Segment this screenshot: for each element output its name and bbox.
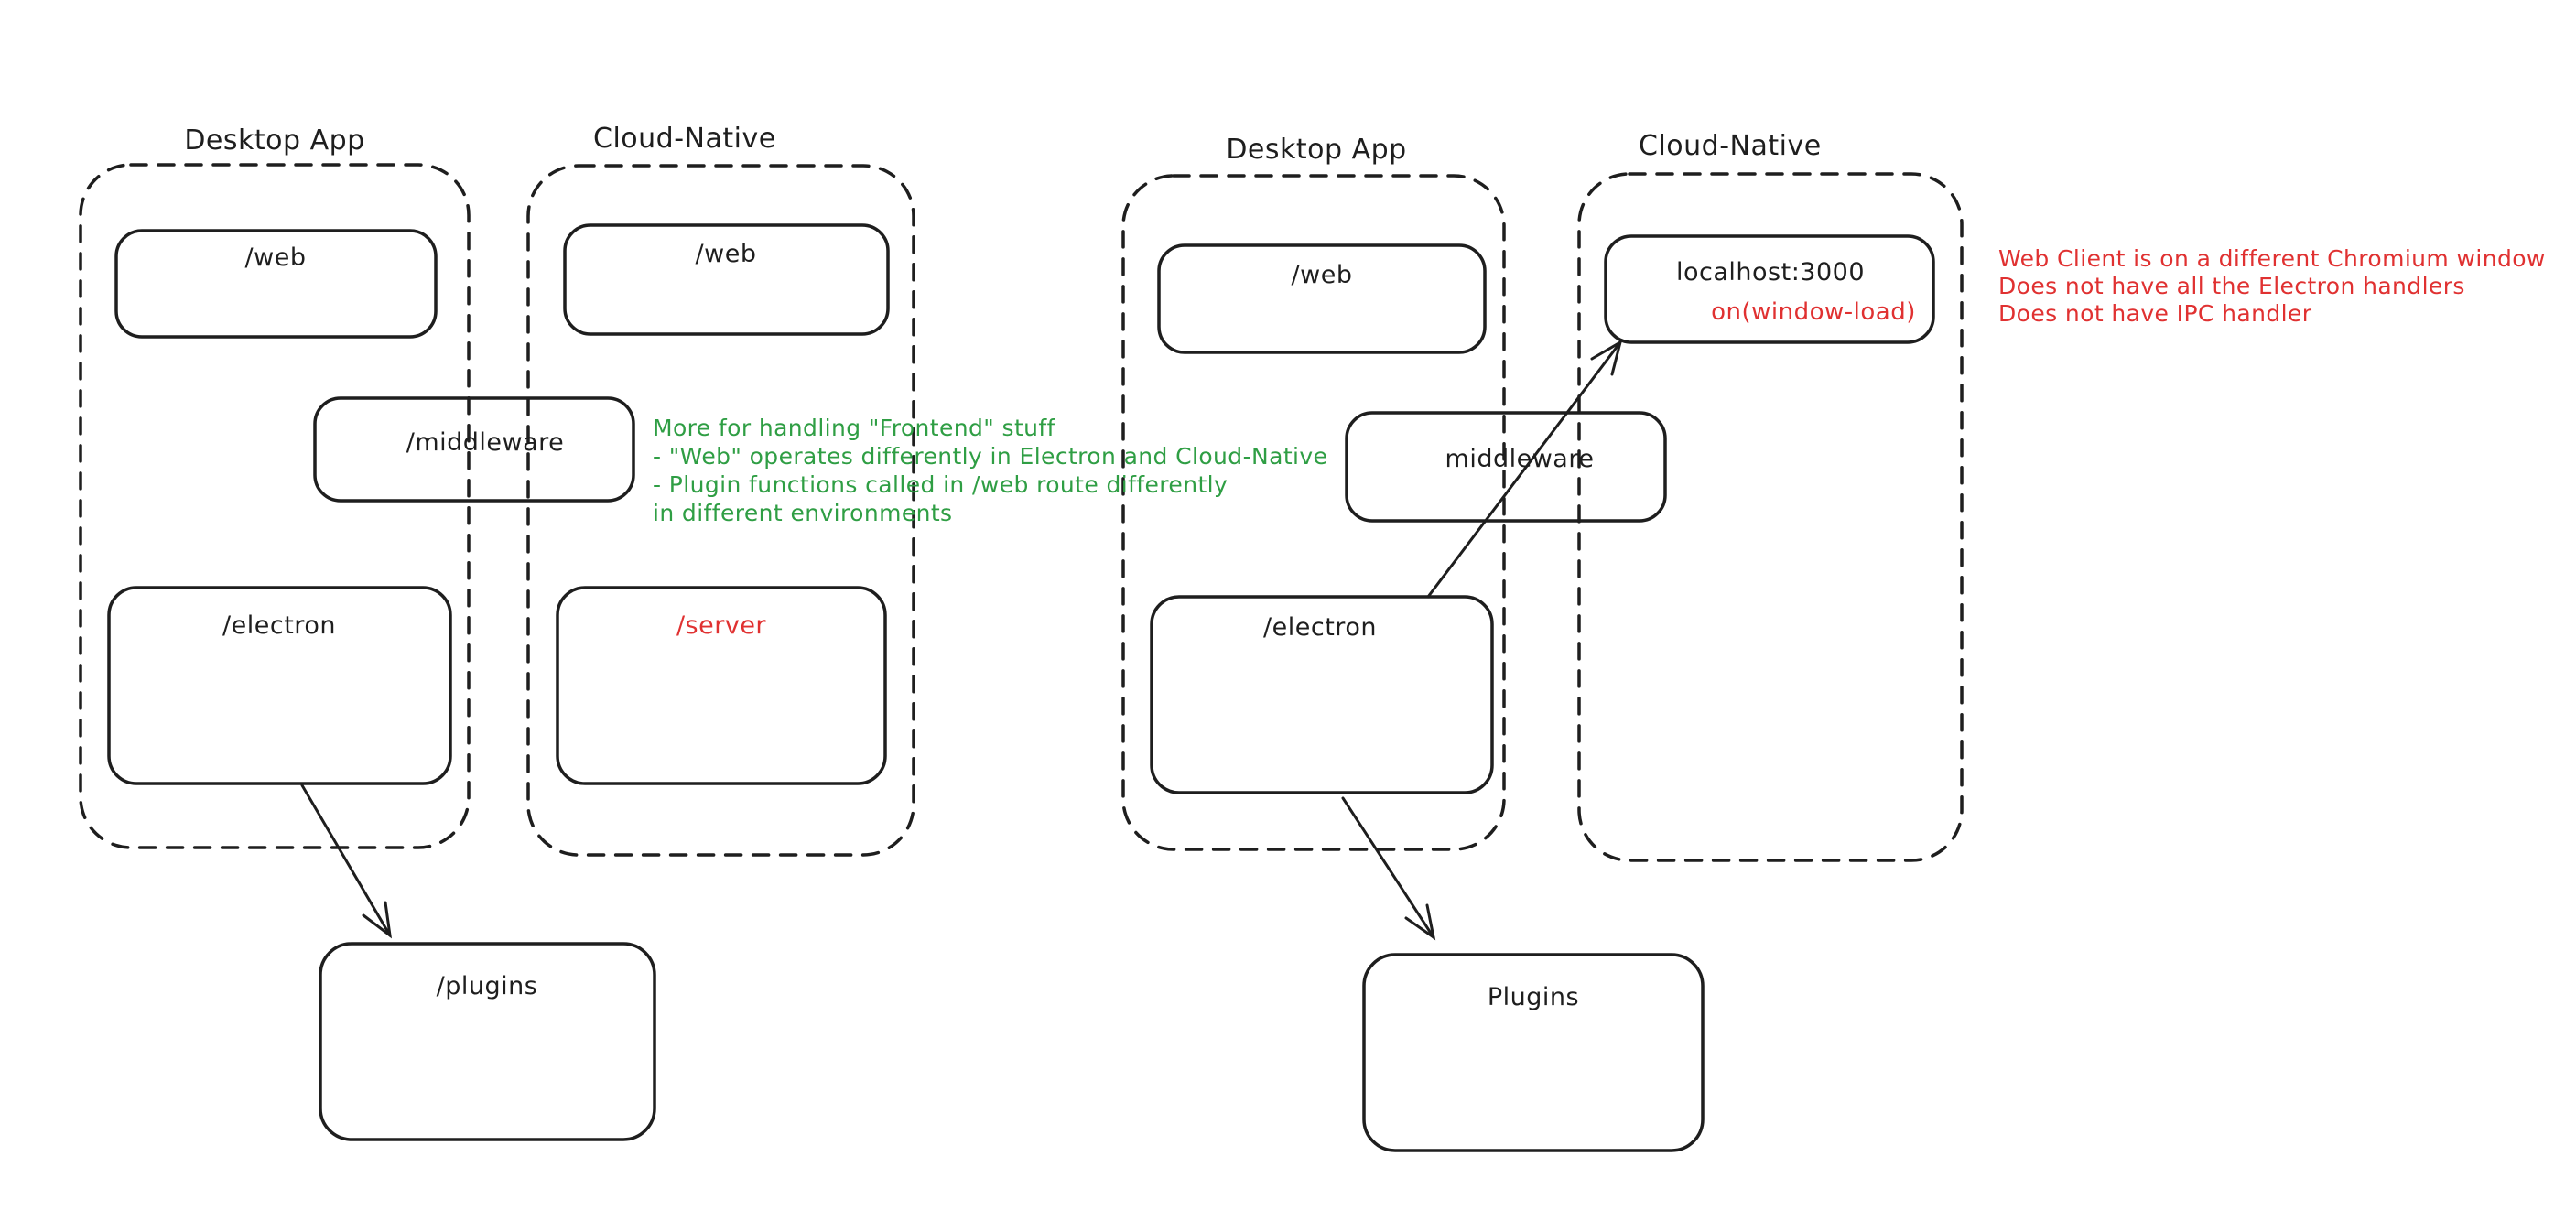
right-electron-label: /electron xyxy=(1263,613,1377,642)
left-note-line-4: in different environments xyxy=(653,500,953,526)
left-plugins-label: /plugins xyxy=(436,972,538,1000)
arrowhead-right-localhost xyxy=(1590,339,1623,376)
left-note-line-2: - "Web" operates differently in Electron… xyxy=(653,443,1328,470)
arrowhead-left-plugins xyxy=(362,901,392,939)
right-electron-box xyxy=(1150,595,1494,794)
right-note-line-1: Web Client is on a different Chromium wi… xyxy=(1998,245,2546,272)
right-web-box xyxy=(1157,243,1487,354)
left-cloud-container xyxy=(526,164,915,857)
right-web-label: /web xyxy=(1291,261,1353,289)
right-desktop-container-label: Desktop App xyxy=(1226,134,1407,166)
left-web-desktop-label: /web xyxy=(244,243,307,272)
left-server-box xyxy=(556,586,887,785)
left-web-cloud-box xyxy=(563,223,890,336)
right-plugins-box xyxy=(1362,953,1705,1152)
right-localhost-label: localhost:3000 xyxy=(1675,258,1866,286)
arrow-right-electron-to-localhost xyxy=(1426,340,1622,599)
left-desktop-container xyxy=(79,163,471,849)
left-plugins-box xyxy=(319,942,656,1141)
right-cloud-container-label: Cloud-Native xyxy=(1639,130,1822,162)
left-middleware-box xyxy=(313,396,635,503)
right-web-client-note: Web Client is on a different Chromium wi… xyxy=(1998,245,2546,328)
arrow-right-electron-to-plugins xyxy=(1341,796,1435,939)
left-server-label: /server xyxy=(676,611,767,640)
right-note-line-3: Does not have IPC handler xyxy=(1998,300,2312,327)
left-cloud-container-label: Cloud-Native xyxy=(593,123,776,155)
right-desktop-container xyxy=(1121,174,1506,851)
right-middleware-box xyxy=(1345,411,1667,523)
right-cloud-container xyxy=(1577,172,1964,862)
left-note-line-3: - Plugin functions called in /web route … xyxy=(653,471,1228,498)
left-middleware-label: /middleware xyxy=(406,428,565,457)
arrowhead-right-plugins xyxy=(1404,903,1436,941)
left-frontend-note: More for handling "Frontend" stuff - "We… xyxy=(653,414,1327,527)
arrow-left-electron-to-plugins xyxy=(300,784,392,937)
left-note-line-1: More for handling "Frontend" stuff xyxy=(653,415,1055,441)
left-electron-label: /electron xyxy=(222,611,336,640)
right-plugins-label: Plugins xyxy=(1487,983,1580,1011)
right-middleware-label: middleware xyxy=(1445,445,1595,473)
left-web-cloud-label: /web xyxy=(695,240,757,268)
right-localhost-box xyxy=(1604,234,1935,344)
right-localhost-event-label: on(window-load) xyxy=(1711,298,1916,326)
left-desktop-container-label: Desktop App xyxy=(184,124,365,157)
left-electron-box xyxy=(107,586,452,785)
left-web-desktop-box xyxy=(114,229,438,339)
right-note-line-2: Does not have all the Electron handlers xyxy=(1998,273,2465,299)
